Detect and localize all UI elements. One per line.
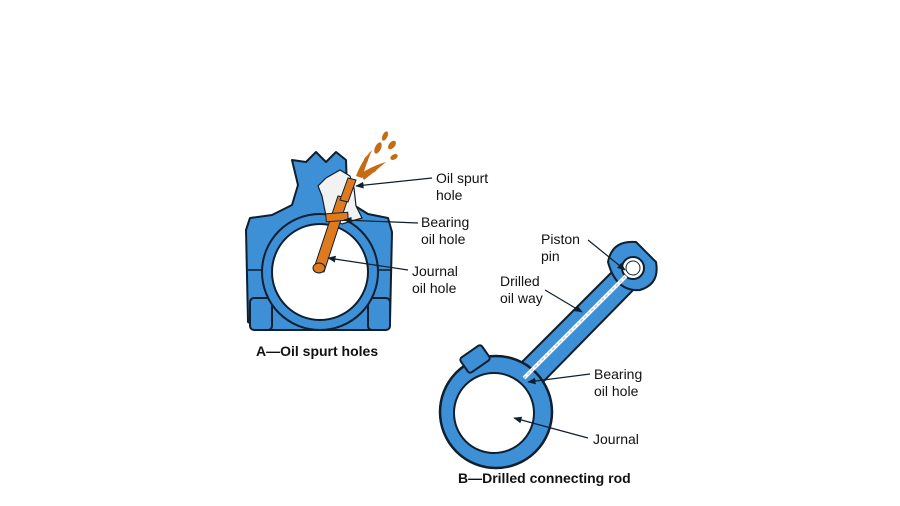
label-oil-spurt-hole-line1: Oil spurt: [436, 170, 489, 186]
label-piston-pin: Piston pin: [541, 231, 580, 265]
big-end-bolt-boss: [459, 344, 491, 374]
label-bearing-oil-hole-a-line2: oil hole: [421, 231, 466, 247]
label-piston-pin-line2: pin: [541, 248, 560, 264]
label-oil-spurt-hole-line2: hole: [436, 187, 463, 203]
drilled-oil-way-edge: [523, 275, 627, 379]
label-bearing-oil-hole-b-line2: oil hole: [594, 383, 639, 399]
view-a-illustration: [245, 131, 398, 331]
left-bolt-boss: [249, 297, 273, 331]
view-a-leaders: [327, 177, 433, 271]
leader-bearing-oil-hole-a: [343, 216, 419, 224]
label-journal-oil-hole-line1: Journal: [412, 263, 458, 279]
leader-piston-pin: [587, 239, 626, 271]
leader-journal: [513, 416, 589, 439]
label-journal: Journal: [593, 431, 639, 448]
label-drilled-oil-way-line1: Drilled: [500, 273, 540, 289]
label-drilled-oil-way-line2: oil way: [500, 290, 543, 306]
oil-spray: [356, 131, 398, 180]
label-drilled-oil-way: Drilled oil way: [500, 273, 543, 307]
view-b-leaders: [513, 239, 626, 439]
caption-view-b: B—Drilled connecting rod: [458, 470, 631, 486]
label-piston-pin-line1: Piston: [541, 231, 580, 247]
label-oil-spurt-hole: Oil spurt hole: [436, 170, 488, 204]
label-journal-line1: Journal: [593, 431, 639, 447]
label-journal-oil-hole-line2: oil hole: [412, 280, 457, 296]
caption-view-a: A—Oil spurt holes: [256, 343, 379, 359]
leader-bearing-oil-hole-b: [527, 373, 591, 385]
label-bearing-oil-hole-a-line1: Bearing: [421, 214, 470, 230]
view-b-illustration: [438, 240, 658, 470]
right-bolt-boss: [367, 297, 391, 331]
leader-oil-spurt-hole: [355, 177, 433, 189]
oil-spurt-channel: [339, 177, 357, 203]
label-bearing-oil-hole-b: Bearing oil hole: [594, 366, 642, 400]
piston-pin-bushing: [625, 260, 641, 276]
journal-oil-hole-mark: [312, 262, 326, 274]
leader-drilled-oil-way: [544, 289, 583, 313]
bearing-oil-hole-mark: [325, 211, 349, 223]
leader-journal-oil-hole: [327, 255, 409, 271]
label-journal-oil-hole: Journal oil hole: [412, 263, 458, 297]
label-bearing-oil-hole-a: Bearing oil hole: [421, 214, 469, 248]
label-bearing-oil-hole-b-line1: Bearing: [594, 366, 643, 382]
big-end-bore: [453, 372, 535, 454]
